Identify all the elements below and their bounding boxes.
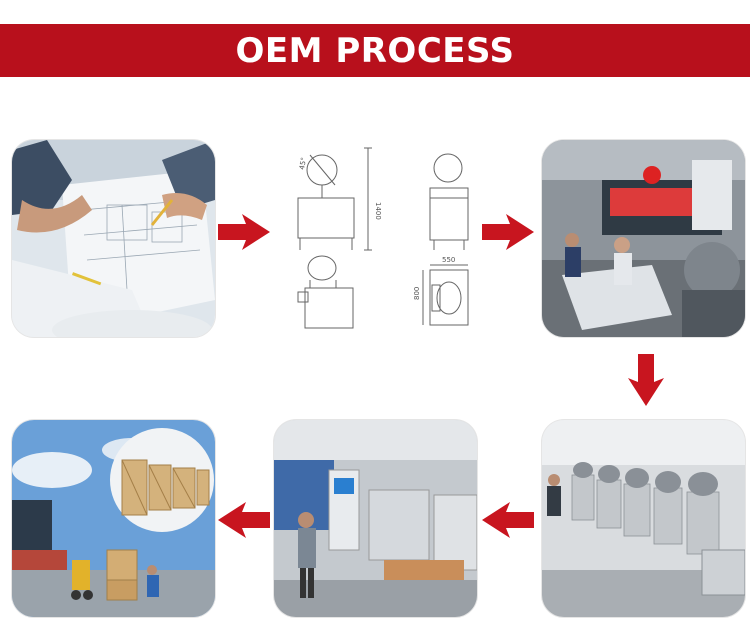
sheet-metal-fabrication-photo: [542, 140, 745, 337]
assembly-line-photo: [542, 420, 745, 617]
arrow-left-icon: [482, 502, 534, 538]
arrow-right-icon: [482, 214, 534, 250]
shipping-crates-photo: [12, 420, 215, 617]
arrow-left-icon: [218, 502, 270, 538]
technical-drawing-diagram: 45° 1400 550 800: [280, 140, 480, 340]
dim-height-label: 1400: [374, 202, 382, 220]
arrow-down-icon: [628, 354, 664, 406]
dim-width-label: 550: [442, 256, 455, 264]
title-banner: OEM PROCESS: [0, 24, 750, 77]
arrow-right-icon: [218, 214, 270, 250]
dim-depth-label: 800: [413, 287, 421, 300]
blueprint-planning-photo: [12, 140, 215, 337]
quality-testing-photo: [274, 420, 477, 617]
dim-angle-label: 45°: [298, 157, 308, 171]
page-title: OEM PROCESS: [235, 30, 515, 71]
